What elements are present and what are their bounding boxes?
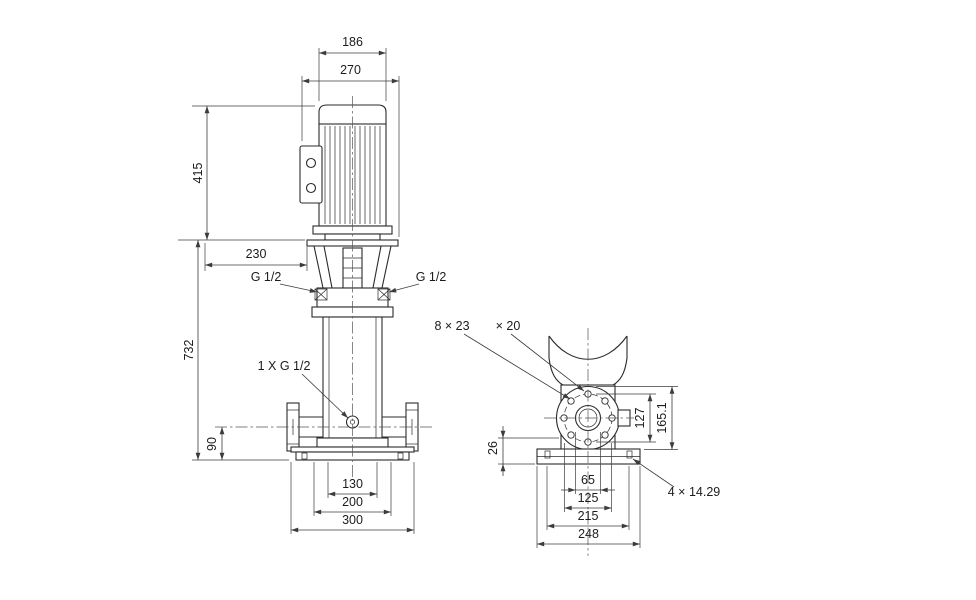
- label-plug-left: G 1/2: [251, 270, 318, 293]
- label-text: 1 X G 1/2: [258, 359, 311, 373]
- cable-entry-bottom: [305, 182, 317, 194]
- motor: [299, 104, 393, 241]
- front-view: 186 270 415 732 230: [178, 35, 446, 534]
- dim-value: 165.1: [655, 402, 669, 433]
- label-plug-right: G 1/2: [388, 270, 447, 293]
- dim-value: 125: [578, 491, 599, 505]
- dim-value: 415: [191, 163, 205, 184]
- label-text: 8 × 23: [434, 319, 469, 333]
- dim-value: 230: [246, 247, 267, 261]
- dim-base-width: 300: [290, 462, 415, 534]
- label-flange-holes: 8 × 23: [434, 319, 571, 400]
- dim-base-hole-spacing: 215: [546, 466, 630, 530]
- terminal-box: [299, 145, 323, 204]
- dim-value: 215: [578, 509, 599, 523]
- dim-pump-body-height: 732: [182, 240, 201, 460]
- leader-line: [463, 333, 571, 400]
- cable-entry-top: [305, 157, 317, 169]
- dim-value: 65: [581, 473, 595, 487]
- dim-port-bore: 65: [561, 432, 615, 494]
- dim-lower-width: 130: [327, 462, 378, 498]
- leader-line: [510, 333, 585, 392]
- dim-value: 26: [486, 441, 500, 455]
- dim-value: 270: [340, 63, 361, 77]
- dim-flange-diameter: 165.1: [596, 386, 678, 450]
- gauge-plug-right: [377, 288, 391, 301]
- label-text: G 1/2: [251, 270, 282, 284]
- dim-head-width: 230: [204, 243, 308, 271]
- label-text: G 1/2: [416, 270, 447, 284]
- leader-line: [301, 373, 349, 419]
- dim-value: 186: [342, 35, 363, 49]
- base-hole-right: [626, 450, 633, 459]
- dim-value: 130: [342, 477, 363, 491]
- dim-value: 90: [205, 437, 219, 451]
- dim-base-depth: 248: [536, 466, 641, 548]
- dim-value: 127: [633, 408, 647, 429]
- label-drain: 1 X G 1/2: [258, 359, 349, 419]
- dim-raised-face: 125: [564, 443, 612, 512]
- label-text: × 20: [496, 319, 521, 333]
- motor-stool: [306, 239, 399, 289]
- motor-fins: [324, 126, 381, 224]
- dim-motor-width: 270: [301, 63, 400, 237]
- label-base-holes: 4 × 14.29: [632, 458, 721, 499]
- dim-motor-height: 415: [191, 106, 210, 240]
- base-hole-left: [544, 450, 551, 459]
- dim-value: 248: [578, 527, 599, 541]
- side-view: 26 127 165.1 65 125: [434, 319, 720, 556]
- leader-line: [279, 283, 318, 293]
- base-slot-right: [397, 452, 404, 460]
- dim-port-height: 90: [205, 427, 225, 460]
- leader-line: [632, 458, 675, 488]
- base-plate: [536, 448, 641, 465]
- dim-value: 300: [342, 513, 363, 527]
- dim-fan-cover-width: 186: [318, 35, 387, 101]
- stool-leg-left: [313, 245, 333, 289]
- dim-bolt-circle: 127: [596, 393, 656, 443]
- dim-value: 732: [182, 340, 196, 361]
- dim-foot-height: 26: [486, 426, 559, 476]
- label-flange-hole-depth: × 20: [496, 319, 585, 392]
- dim-value: 200: [342, 495, 363, 509]
- base-slot-left: [301, 452, 308, 460]
- leader-line: [388, 283, 420, 293]
- dim-mid-width: 200: [313, 462, 392, 516]
- stool-leg-right: [372, 245, 392, 289]
- label-text: 4 × 14.29: [668, 485, 721, 499]
- motor-fan-cover: [318, 104, 387, 125]
- gauge-plug-left: [314, 288, 328, 301]
